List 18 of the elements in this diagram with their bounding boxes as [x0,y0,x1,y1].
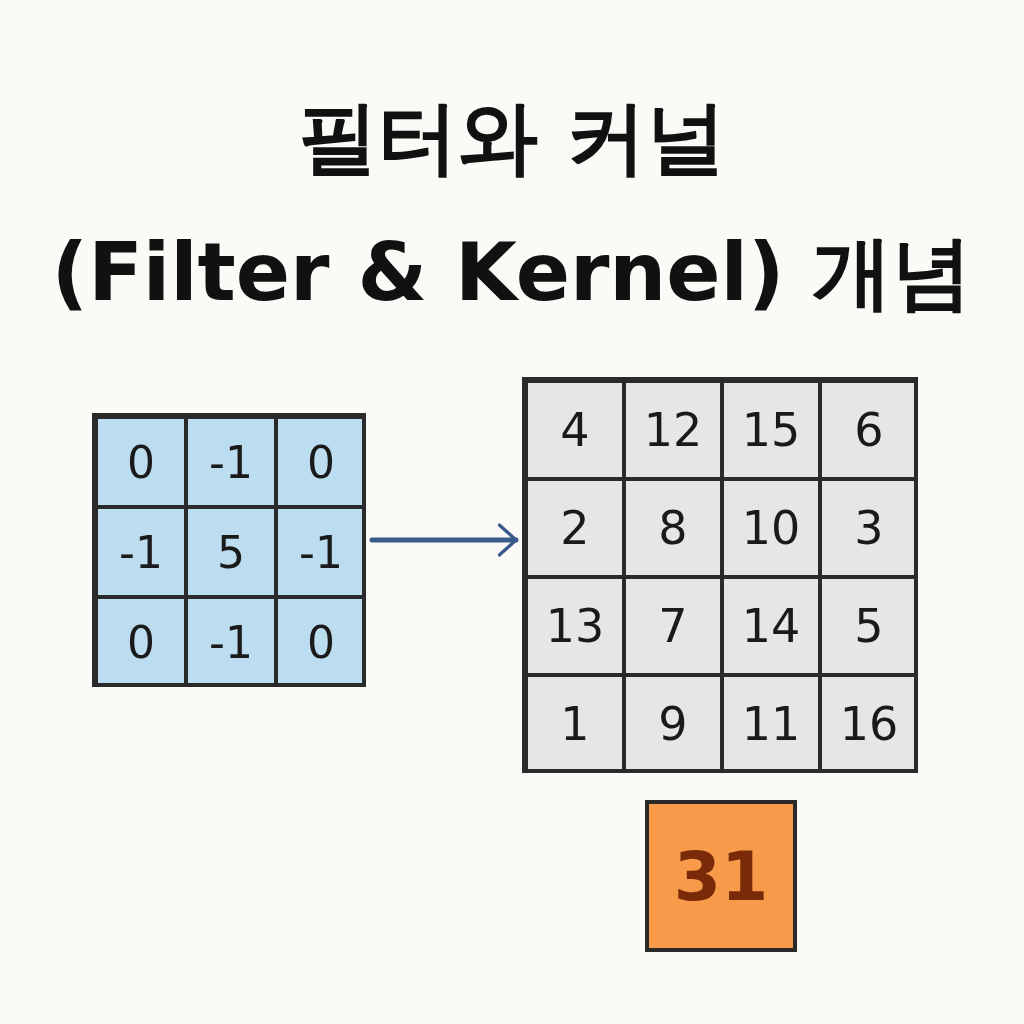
arrow [369,523,519,557]
kernel-grid [92,413,366,687]
grid-cell: 12 [624,381,722,479]
grid-cell: 5 [186,507,276,597]
grid-cell: 15 [722,381,820,479]
grid-cell: -1 [96,507,186,597]
grid-cell: 2 [526,479,624,577]
grid-cell: 7 [624,577,722,675]
grid-cell: 0 [96,417,186,507]
grid-cell: 13 [526,577,624,675]
grid-cell: -1 [186,417,276,507]
grid-cell: 4 [526,381,624,479]
grid-cell: 14 [722,577,820,675]
input-grid [522,377,918,773]
grid-cell: 10 [722,479,820,577]
result-box: 31 [645,800,797,952]
title: 필터와 커널 (Filter & Kernel) 개념 [50,90,974,321]
grid-cell: 8 [624,479,722,577]
